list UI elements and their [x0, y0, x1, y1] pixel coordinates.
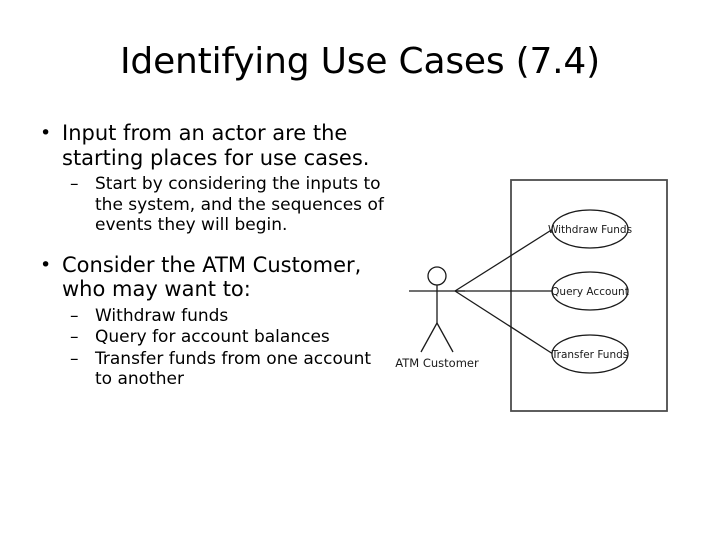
dash-marker-icon: –	[70, 174, 79, 194]
association-line-withdraw	[454, 228, 554, 292]
association-line-transfer	[454, 290, 554, 355]
dash-marker-icon: –	[70, 327, 79, 347]
use-case-label-transfer: Transfer Funds	[551, 349, 628, 361]
actor-label: ATM Customer	[395, 356, 479, 370]
actor-right-leg-line	[436, 322, 454, 353]
bullet-list-group-1: • Input from an actor are the starting p…	[34, 121, 386, 236]
sub-bullet-text: Withdraw funds	[95, 305, 229, 326]
actor-head-icon	[427, 266, 447, 286]
sub-bullet-text: Transfer funds from one account to anoth…	[95, 348, 372, 390]
bullet-list-group-2: • Consider the ATM Customer, who may wan…	[34, 253, 386, 390]
use-case-diagram-svg: ATM Customer Withdraw Funds Query Accoun…	[395, 179, 668, 412]
use-case-diagram: ATM Customer Withdraw Funds Query Accoun…	[386, 168, 686, 428]
use-case-ellipse-query	[551, 271, 629, 311]
sub-bullet-list: – Start by considering the inputs to the…	[62, 174, 386, 236]
list-item: – Withdraw funds	[62, 306, 386, 327]
sub-bullet-text: Start by considering the inputs to the s…	[95, 174, 384, 235]
dash-marker-icon: –	[70, 348, 79, 369]
list-item: • Input from an actor are the starting p…	[34, 121, 386, 236]
bullet-marker-icon: •	[40, 122, 52, 144]
list-item: • Consider the ATM Customer, who may wan…	[34, 253, 386, 390]
spacer	[34, 238, 386, 253]
bullet-text: Consider the ATM Customer, who may want …	[62, 252, 362, 302]
page-title: Identifying Use Cases (7.4)	[120, 41, 600, 82]
list-item: – Query for account balances	[62, 327, 386, 348]
bullet-marker-icon: •	[40, 253, 52, 276]
list-item: – Start by considering the inputs to the…	[62, 174, 386, 236]
content-body: • Input from an actor are the starting p…	[34, 121, 386, 392]
bullet-text: Input from an actor are the starting pla…	[62, 121, 370, 170]
sub-bullet-text: Query for account balances	[95, 327, 330, 347]
sub-bullet-list: – Withdraw funds – Query for account bal…	[62, 306, 386, 390]
use-case-label-withdraw: Withdraw Funds	[548, 224, 632, 236]
use-case-label-query: Query Account	[551, 286, 629, 298]
use-case-ellipse-withdraw	[551, 209, 629, 249]
list-item: – Transfer funds from one account to ano…	[62, 349, 386, 390]
dash-marker-icon: –	[70, 305, 79, 326]
use-case-ellipse-transfer	[551, 334, 629, 374]
actor-left-leg-line	[420, 322, 438, 353]
